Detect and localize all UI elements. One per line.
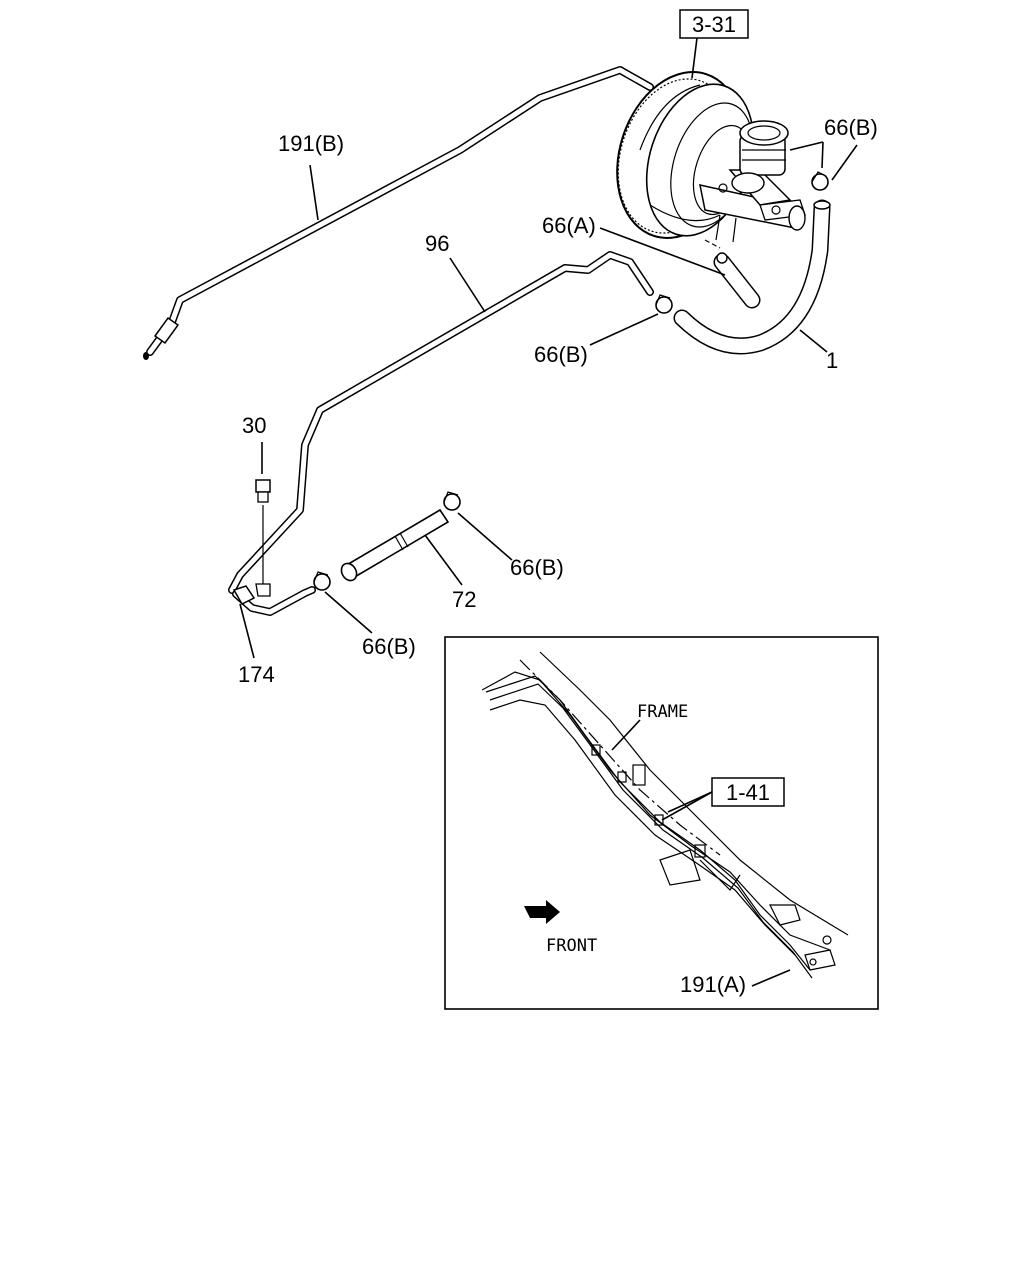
callout-191b: 191(B) <box>278 131 344 156</box>
callout-96: 96 <box>425 231 449 256</box>
clamp-66b-mid <box>655 294 673 314</box>
callout-30: 30 <box>242 413 266 438</box>
callout-72: 72 <box>452 587 476 612</box>
inset-front-label: FRONT <box>546 936 597 956</box>
master-cylinder <box>699 120 806 249</box>
inset-frame-view: FRAME 1-41 FRONT 191(A) <box>444 636 879 1010</box>
inset-frame-label: FRAME <box>637 702 688 722</box>
vacuum-hose-short <box>713 252 761 309</box>
clip-174 <box>232 583 271 605</box>
callout-174: 174 <box>238 662 275 687</box>
pipe-191b <box>143 66 654 360</box>
hose-1 <box>673 199 831 355</box>
ref-3-31-text: 3-31 <box>692 12 736 37</box>
callout-66b-right: 66(B) <box>510 555 564 580</box>
callout-191a: 191(A) <box>680 972 746 997</box>
reference-box-3-31[interactable]: 3-31 <box>679 9 749 39</box>
hose-72 <box>340 508 450 582</box>
callout-66b-mid: 66(B) <box>534 342 588 367</box>
reference-box-1-41[interactable]: 1-41 <box>711 777 785 807</box>
clamp-66b-booster <box>811 171 829 191</box>
bolt-30 <box>255 479 271 585</box>
callout-66a: 66(A) <box>542 213 596 238</box>
clamp-66b-right <box>443 491 461 511</box>
callout-66b-low: 66(B) <box>362 634 416 659</box>
leader-lines <box>239 37 858 659</box>
ref-1-41-text: 1-41 <box>726 780 770 805</box>
front-arrow-icon <box>524 900 560 924</box>
clamp-66b-low <box>313 571 331 591</box>
callout-66b-top: 66(B) <box>824 115 878 140</box>
pipe-96 <box>228 251 654 616</box>
callout-1: 1 <box>826 348 838 373</box>
